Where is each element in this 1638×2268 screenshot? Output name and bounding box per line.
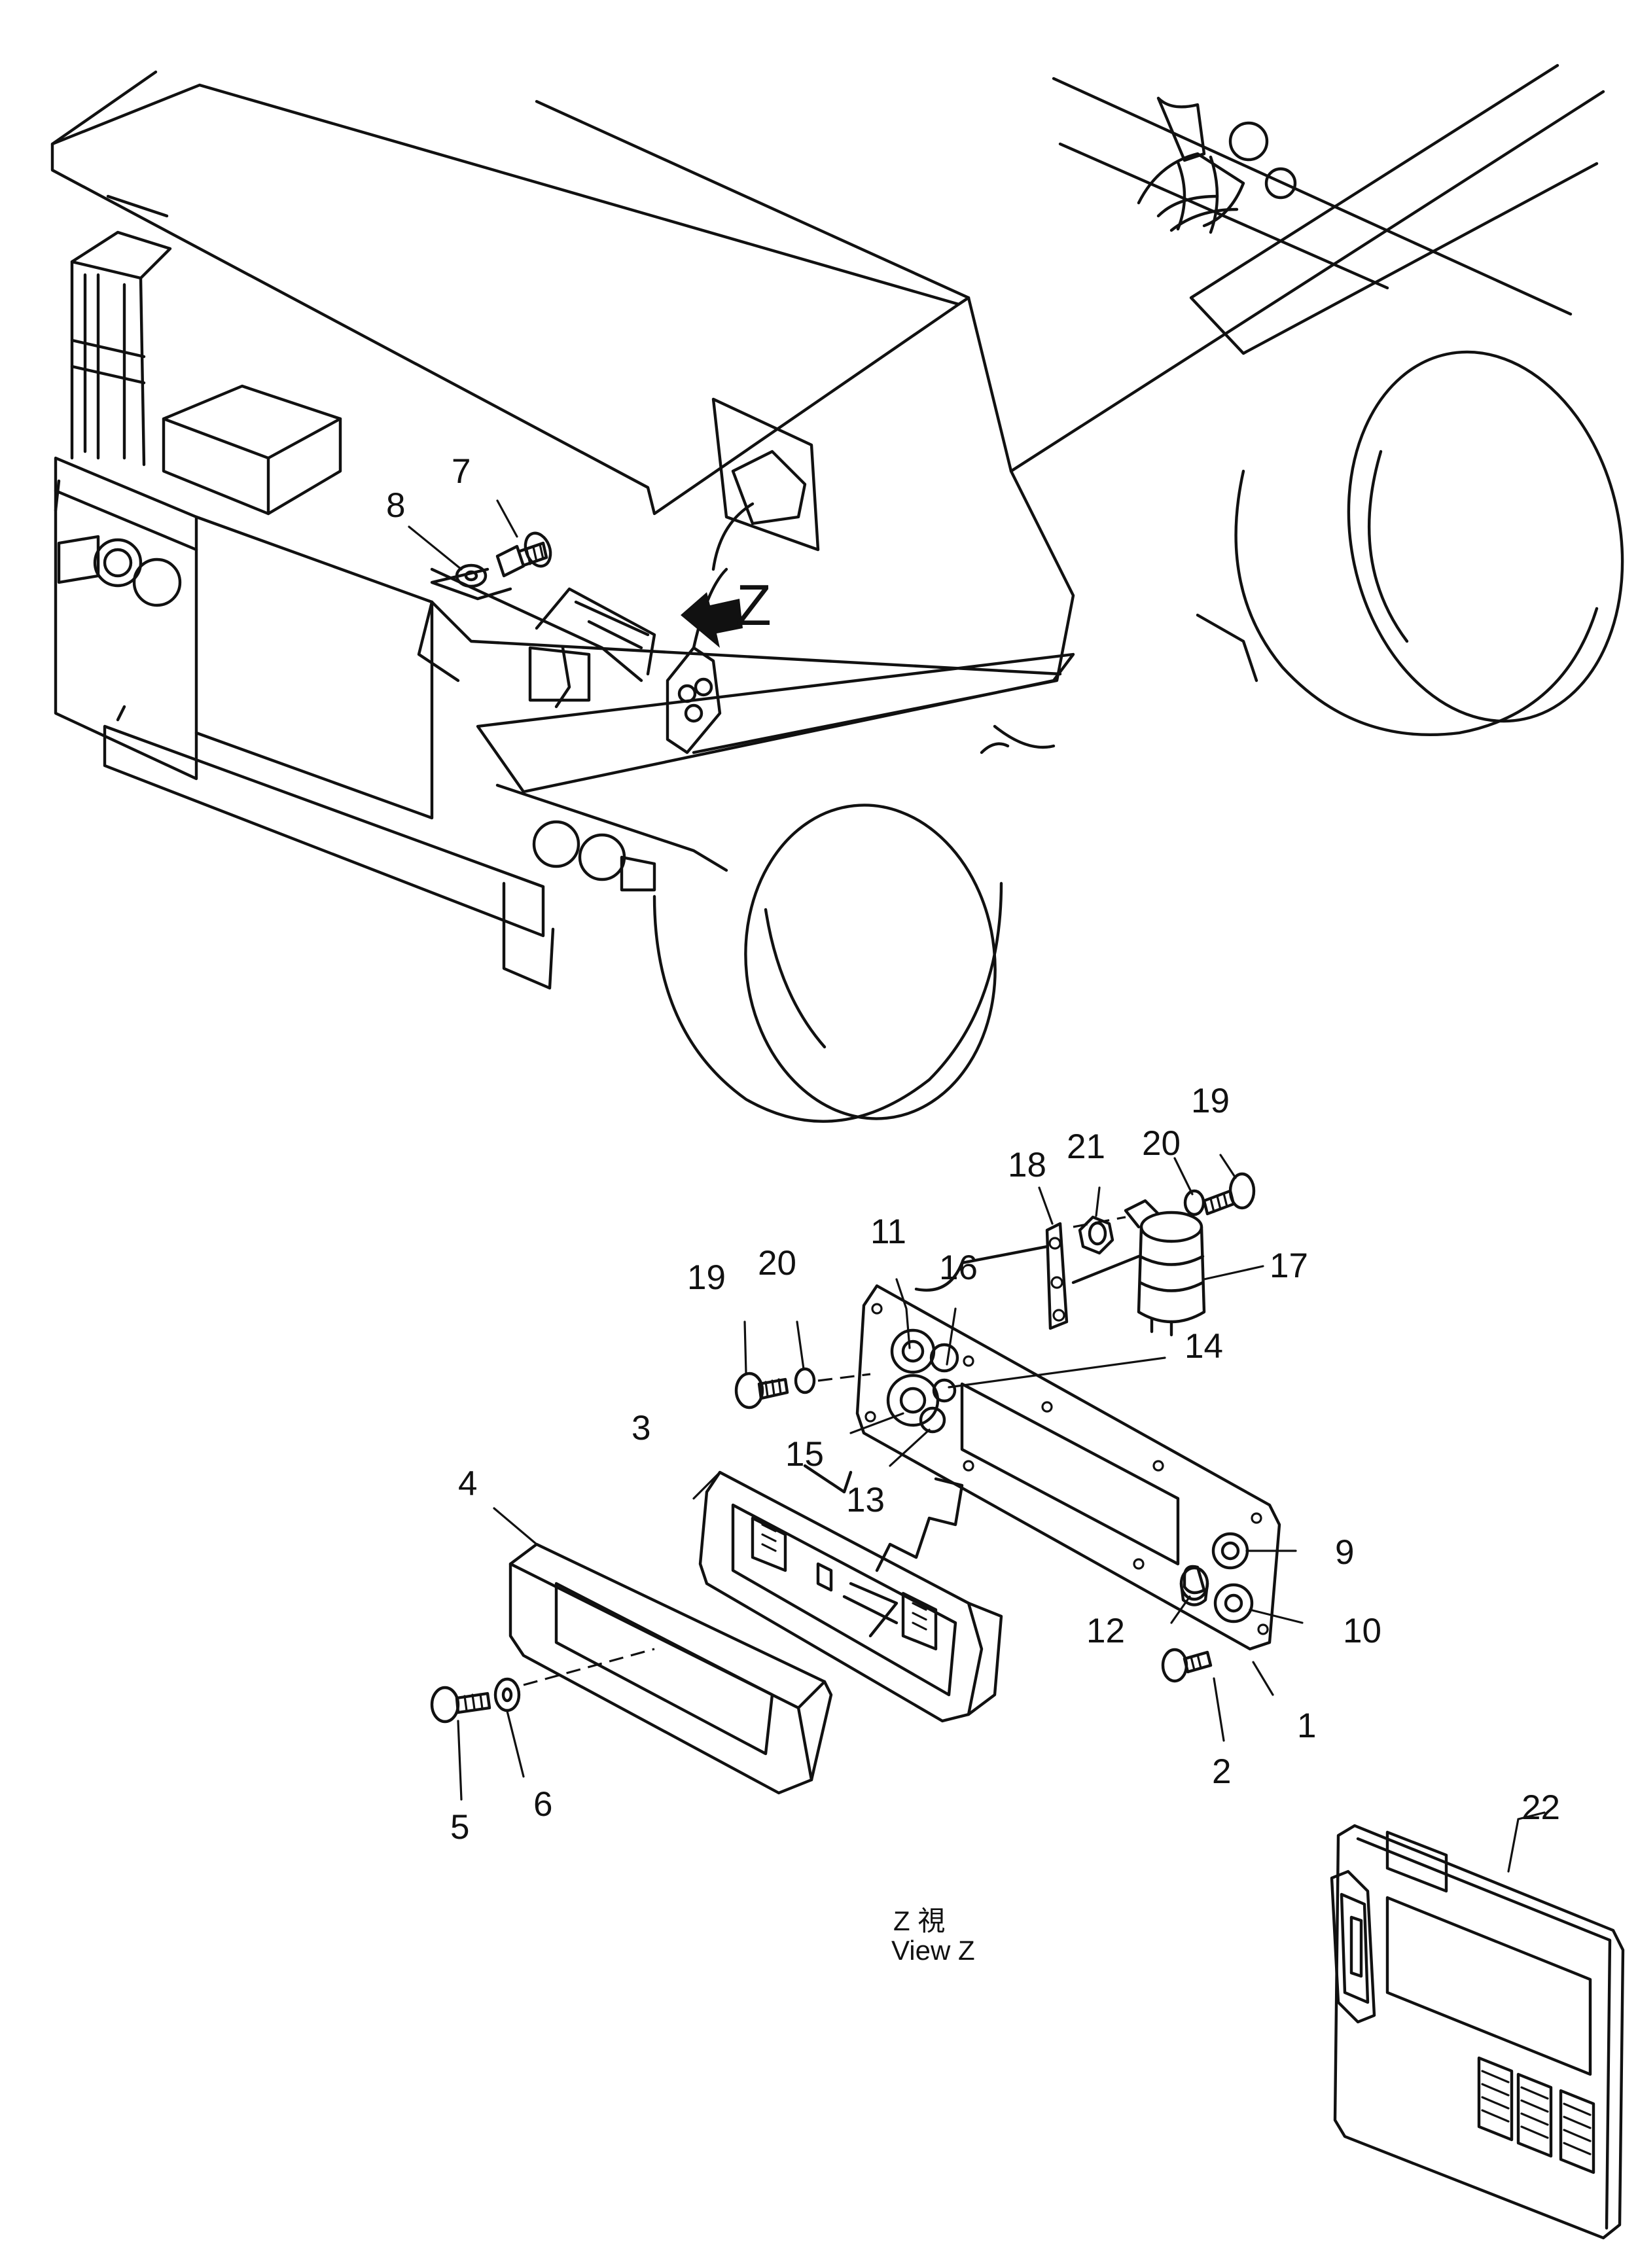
screw-7 — [495, 531, 552, 578]
callout-22: 22 — [1522, 1788, 1560, 1827]
chart-holder-22 — [1330, 1824, 1625, 2240]
callout-labels: 7 8 19 18 21 20 17 11 16 19 20 14 3 15 4… — [386, 452, 1560, 1847]
callout-19-left: 19 — [687, 1258, 726, 1297]
screw-19-left — [734, 1372, 789, 1409]
callout-12: 12 — [1086, 1612, 1125, 1650]
callout-2: 2 — [1212, 1752, 1231, 1791]
callout-14: 14 — [1184, 1327, 1223, 1366]
caption-english: View Z — [891, 1935, 975, 1966]
callout-6: 6 — [533, 1785, 552, 1824]
headlights-left — [57, 535, 182, 607]
leader-lines — [457, 1154, 1546, 1873]
callout-15: 15 — [785, 1435, 824, 1474]
dump-truck-illustration: Z — [50, 63, 1624, 1123]
washer-20-right — [1183, 1189, 1205, 1216]
callout-20-left: 20 — [758, 1244, 796, 1283]
callout-21: 21 — [1067, 1127, 1105, 1166]
view-marker: Z — [736, 573, 772, 637]
screw-19-right — [1202, 1172, 1256, 1216]
washer-6 — [493, 1677, 521, 1712]
screw-2 — [1161, 1648, 1213, 1683]
callout-4: 4 — [458, 1464, 477, 1503]
callout-19-right: 19 — [1191, 1082, 1230, 1120]
callout-13: 13 — [846, 1481, 885, 1519]
callout-5: 5 — [450, 1808, 469, 1847]
panel-location — [430, 397, 820, 754]
callout-7: 7 — [452, 452, 471, 491]
callout-16: 16 — [939, 1249, 978, 1287]
callout-17: 17 — [1270, 1247, 1308, 1285]
callout-10: 10 — [1343, 1612, 1381, 1650]
panel-plate-1 — [855, 1284, 1281, 1651]
bracket-18 — [1045, 1222, 1069, 1330]
knob-12 — [1179, 1566, 1209, 1606]
hood-4 — [508, 1542, 833, 1795]
callout-1: 1 — [1297, 1707, 1316, 1745]
cab-railing — [70, 194, 172, 467]
callout-8: 8 — [386, 486, 405, 525]
mirror-bracket — [1137, 96, 1297, 234]
washer-20-left — [794, 1367, 816, 1394]
buzzer-17 — [1124, 1199, 1206, 1337]
front-tire — [652, 724, 1056, 1123]
callout-11: 11 — [870, 1213, 906, 1251]
caption-japanese: Z 視 — [893, 1905, 945, 1936]
callout-9: 9 — [1335, 1533, 1354, 1572]
exploded-panel-view — [430, 1172, 1281, 1795]
screw-5 — [430, 1686, 491, 1724]
callout-18: 18 — [1008, 1146, 1046, 1184]
rear-tire-right — [1196, 350, 1624, 736]
callout-20-right: 20 — [1142, 1124, 1181, 1163]
callout-3: 3 — [632, 1409, 650, 1447]
view-arrow-icon — [681, 592, 743, 648]
view-caption: Z 視 View Z — [891, 1905, 975, 1966]
headlights-lower — [495, 783, 728, 892]
bezel-3 — [698, 1470, 1003, 1723]
